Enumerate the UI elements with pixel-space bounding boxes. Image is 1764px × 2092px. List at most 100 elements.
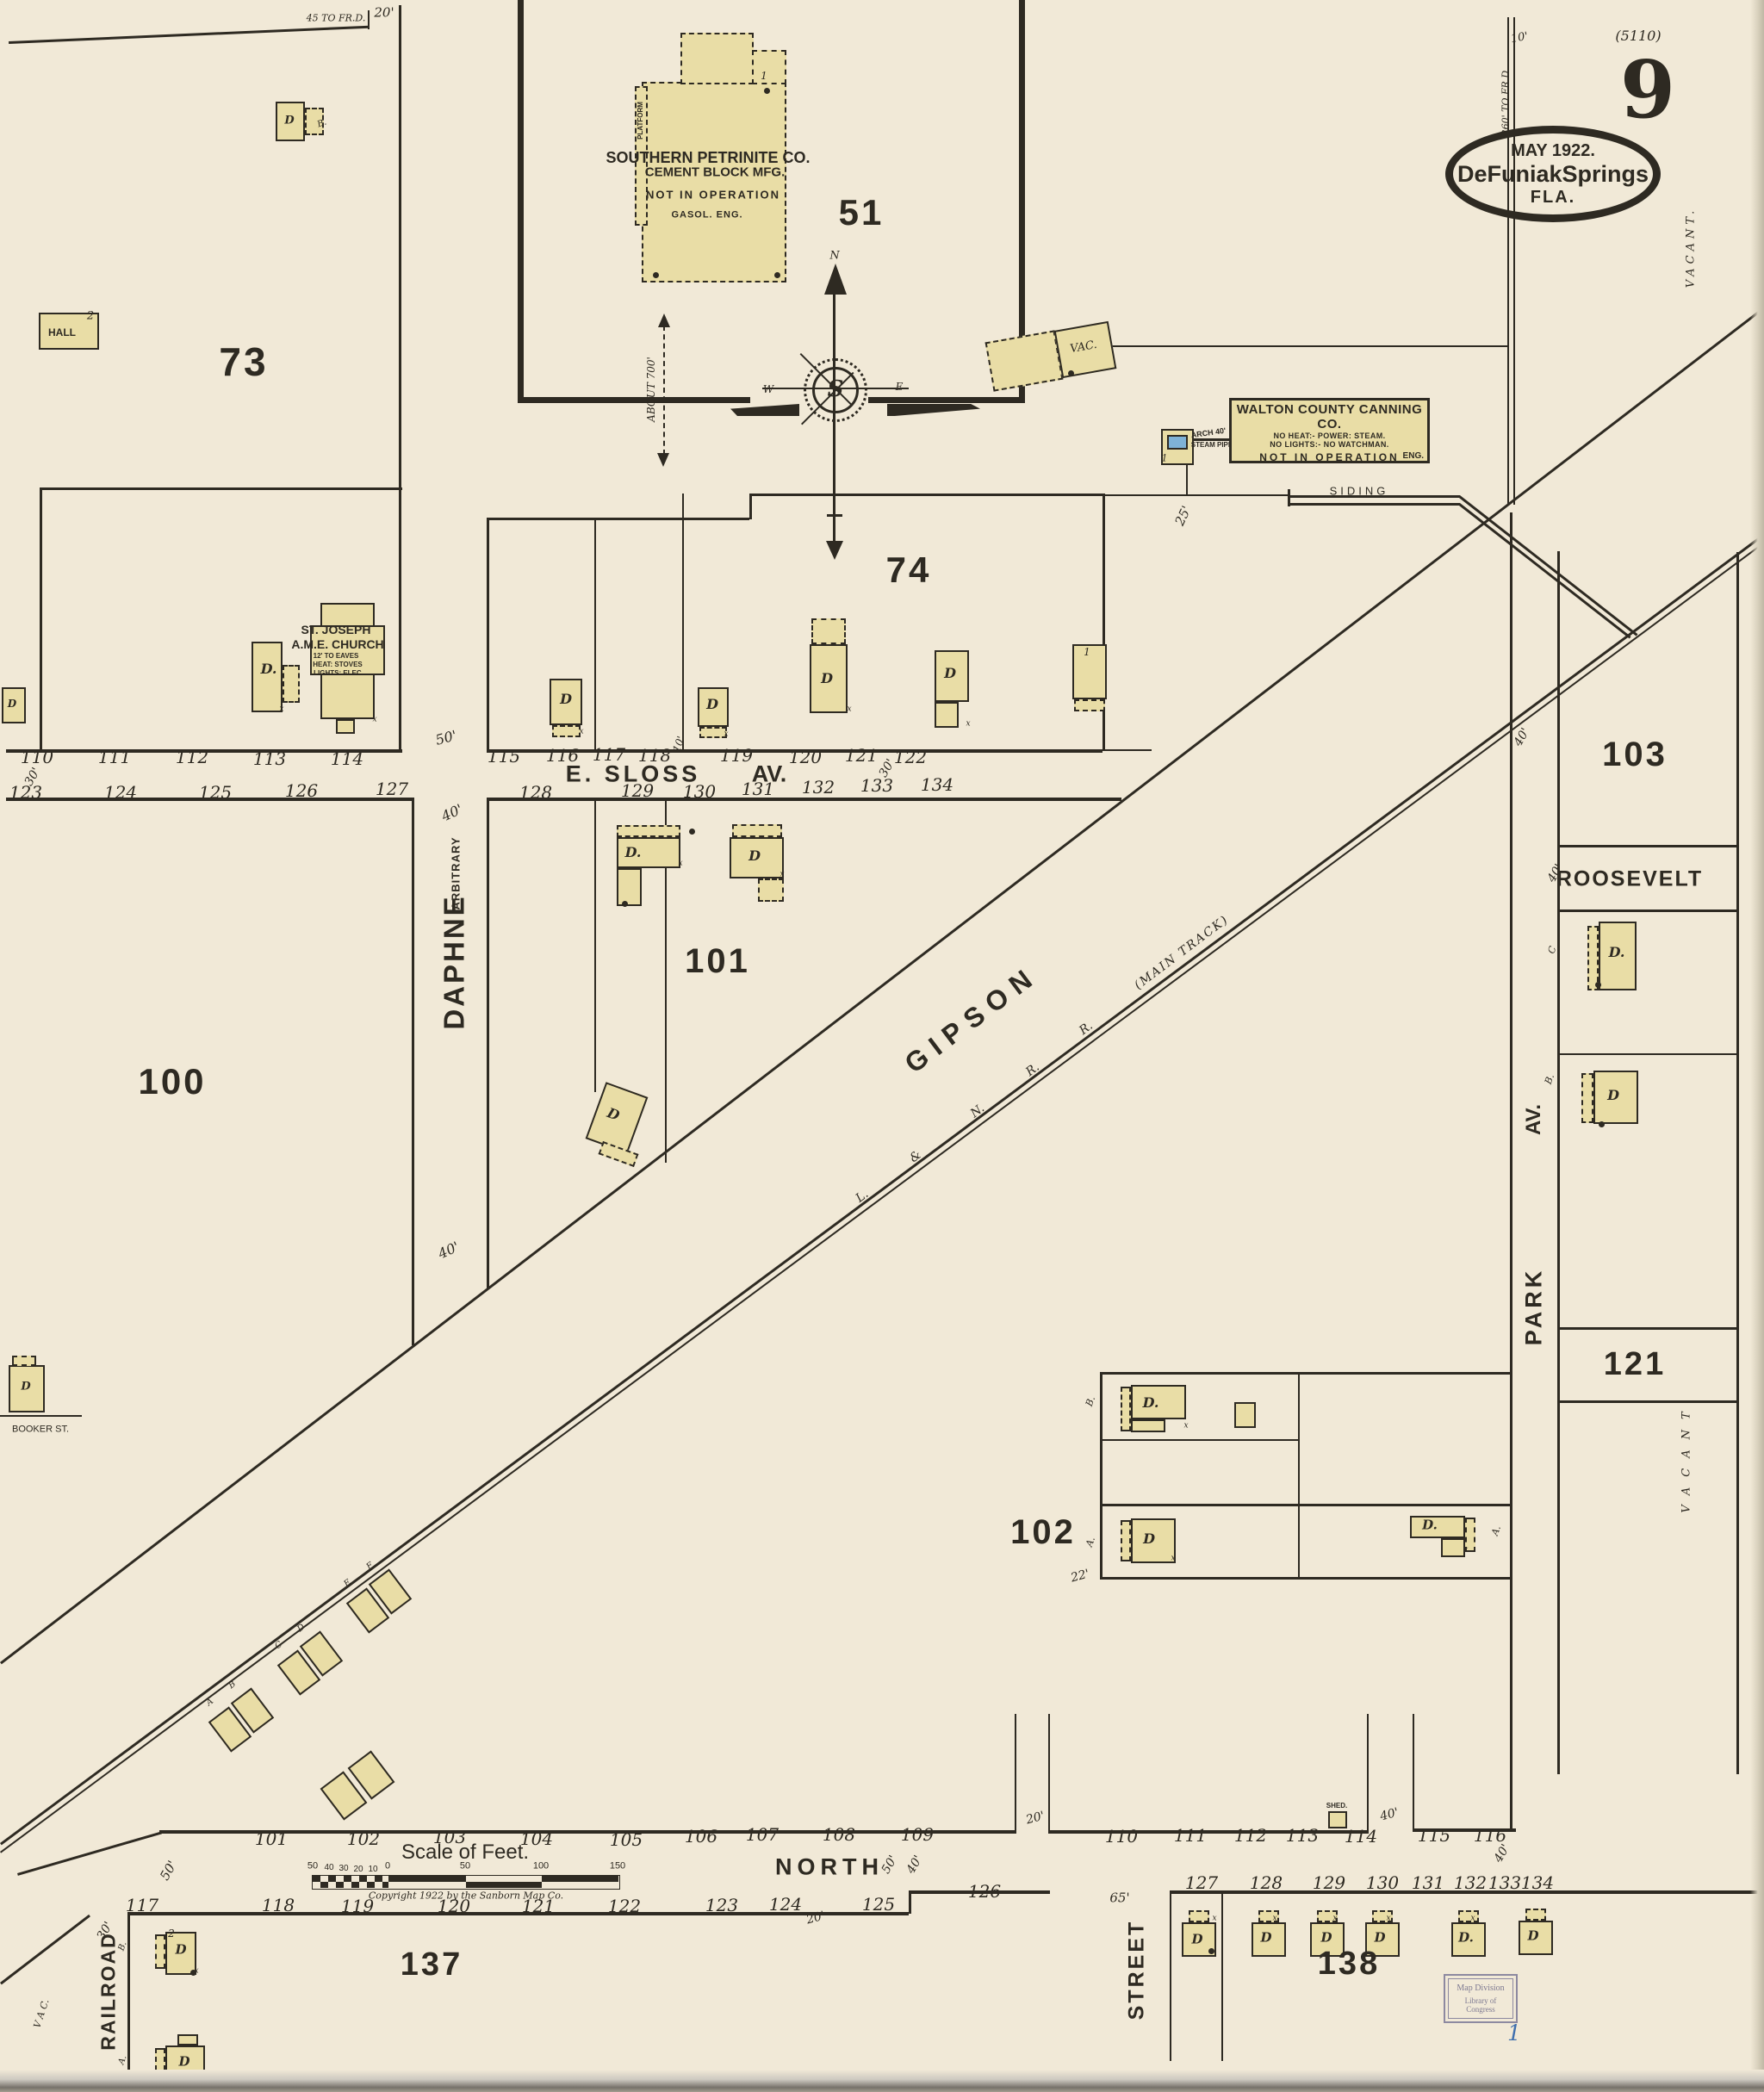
map-line <box>412 798 414 1345</box>
street-name: RAILROAD <box>96 1932 120 2051</box>
map-line <box>594 798 596 1092</box>
lot-number: 1 <box>761 70 767 82</box>
map-line <box>1100 1372 1102 1579</box>
map-line <box>127 1912 130 2092</box>
building <box>1372 1910 1393 1922</box>
lot-number: 108 <box>822 1824 856 1845</box>
building-dot <box>1068 370 1074 376</box>
map-line <box>487 749 1102 753</box>
lot-number: 122 <box>607 1896 642 1916</box>
lot-number: 126 <box>967 1881 1002 1902</box>
map-line <box>1510 512 1512 1828</box>
building <box>1581 1073 1593 1123</box>
map-line <box>1557 1400 1736 1403</box>
lot-number: 110 <box>20 747 54 767</box>
building <box>935 650 969 702</box>
lot-number: 125 <box>198 782 233 803</box>
dimension-label: A. <box>1083 1535 1098 1549</box>
street-name: ROOSEVELT <box>1556 866 1704 891</box>
map-note: 100 <box>532 1860 550 1872</box>
map-line <box>1170 1890 1171 2061</box>
block-number: 101 <box>685 942 750 980</box>
lot-number: 132 <box>1453 1872 1488 1893</box>
page-number: 1 <box>1507 2021 1521 2045</box>
building <box>1234 1402 1256 1428</box>
map-note: 10 <box>368 1865 378 1874</box>
building <box>1121 1520 1131 1561</box>
map-line <box>1186 463 1188 496</box>
map-line <box>0 1415 82 1417</box>
arrow-head-icon <box>658 313 670 327</box>
building-dot <box>774 272 780 278</box>
building <box>39 313 99 350</box>
building-label: LIGHTS: ELEC. <box>314 669 363 677</box>
map-line <box>1458 503 1631 639</box>
dimension-label: VACANT. <box>1684 206 1698 289</box>
lot-number: 114 <box>1344 1826 1378 1847</box>
dimension-label: W <box>762 383 774 395</box>
building <box>810 644 848 713</box>
lot-number: 129 <box>1312 1872 1346 1893</box>
canning-co-building: WALTON COUNTY CANNING CO. NO HEAT:- POWE… <box>1229 398 1430 463</box>
map-note: SIDING <box>1329 484 1389 498</box>
lot-number: 113 <box>252 748 287 769</box>
map-line <box>1048 1714 1050 1832</box>
map-line <box>518 0 524 403</box>
map-note: 40 <box>324 1863 334 1872</box>
lot-number: 106 <box>684 1826 718 1847</box>
street-name: ARBITRARY <box>449 836 463 910</box>
map-line <box>1055 345 1507 347</box>
dimension-label: ABOUT 700' <box>645 357 657 422</box>
dimension-label: L. <box>853 1187 872 1206</box>
canning-engine-label: ENG. <box>1402 451 1424 461</box>
window-marker: x <box>724 729 729 739</box>
map-line <box>1048 1830 1369 1834</box>
dwelling-marker: D <box>21 1380 31 1394</box>
building <box>680 33 754 84</box>
dwelling-marker: D. <box>1608 944 1625 960</box>
map-line <box>1513 17 1515 505</box>
block-number: 102 <box>1010 1513 1076 1551</box>
dimension-label: 45 TO FR.D. <box>306 12 366 24</box>
lot-number: 130 <box>682 781 717 802</box>
map-line <box>399 5 401 751</box>
building-label: HALL <box>48 326 76 338</box>
building-dot <box>653 272 659 278</box>
block-number: 103 <box>1602 736 1668 773</box>
lot-number: 1 <box>1084 646 1090 658</box>
street-name: DAPHNE <box>438 894 470 1030</box>
window-marker: x <box>1332 1914 1338 1923</box>
compass-ring-icon <box>812 367 859 413</box>
copyright-line: Copyright 1922 by the Sanborn Map Co. <box>368 1890 564 1902</box>
dimension-label: 10' <box>1509 29 1530 47</box>
building <box>310 625 385 675</box>
dimension-label: 25' <box>1171 503 1195 529</box>
map-line <box>1171 1890 1764 1894</box>
window-marker: x <box>1212 1914 1217 1923</box>
building <box>935 702 959 728</box>
dimension-label: VACANT <box>1680 1401 1693 1513</box>
dimension-label: 50' <box>156 1858 181 1884</box>
title-city: DeFuniakSprings <box>1457 160 1649 187</box>
dwelling-marker: D <box>1143 1530 1155 1547</box>
lot-number: 119 <box>340 1896 375 1916</box>
dwelling-marker: D <box>1527 1927 1539 1944</box>
lot-number: 103 <box>432 1827 467 1847</box>
window-marker: x <box>780 870 785 879</box>
map-line <box>663 326 665 455</box>
block-number: 137 <box>400 1946 463 1983</box>
dimension-label: 20' <box>374 4 394 21</box>
building <box>1519 1921 1553 1955</box>
map-line <box>0 536 1764 1853</box>
building <box>1131 1419 1165 1432</box>
dimension-label: N. <box>967 1101 988 1121</box>
building-dot <box>1599 1121 1605 1127</box>
window-marker: x <box>1470 1914 1475 1923</box>
lot-number: 134 <box>1520 1872 1555 1893</box>
library-of-congress-stamp: Map Division Library of Congress <box>1444 1974 1518 2023</box>
map-line <box>827 514 842 517</box>
building-label: SOUTHERN PETRINITE CO. <box>606 149 811 166</box>
title-stamp-oval: MAY 1922. DeFuniakSprings FLA. <box>1445 126 1661 222</box>
dimension-label: A <box>204 1697 215 1709</box>
